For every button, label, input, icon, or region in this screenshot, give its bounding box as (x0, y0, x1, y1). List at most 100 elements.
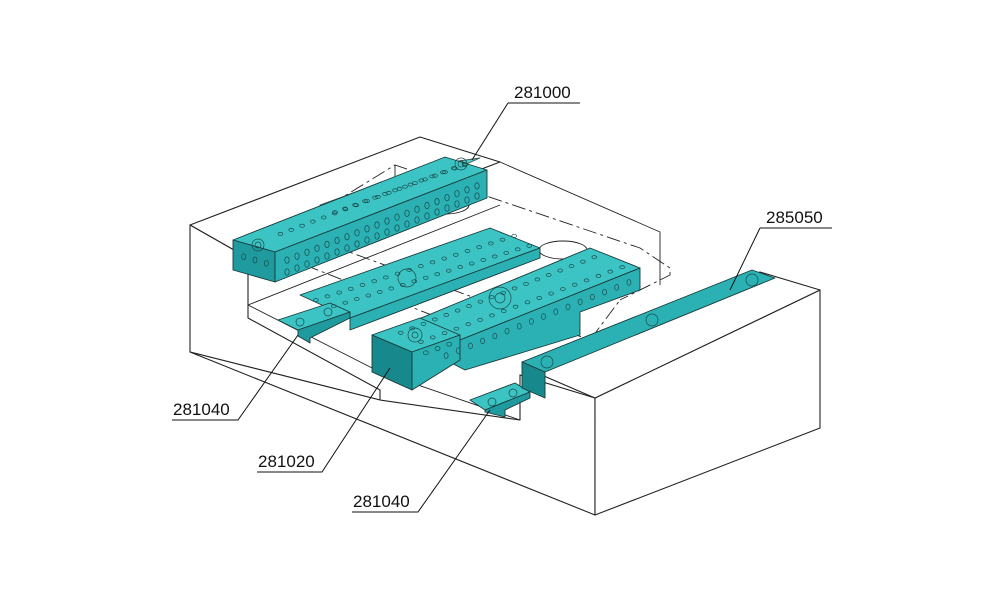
grid-bar-right-side-perforation (443, 352, 449, 359)
grid-bar-right-side (429, 267, 641, 371)
rail-281000-inner-perforation (402, 184, 408, 189)
rail-281000-side-perforation (364, 225, 370, 233)
callout-285050: 285050 (766, 208, 823, 227)
rail-281000-side-perforation (424, 201, 430, 210)
grid-bar-middle-top-perforation (476, 245, 482, 250)
grid-bar-right-top-perforation (430, 335, 436, 340)
rail-281000-top-perforation (396, 186, 403, 191)
grid-bar-right-top-perforation (536, 295, 542, 300)
rail-281000-side-perforation (344, 244, 350, 252)
grid-bar-right-side-perforation (565, 303, 571, 310)
leader-281020 (257, 367, 391, 473)
rail-285050-bolt-hole-1 (540, 355, 554, 369)
rail-281000-inner-perforation (412, 181, 418, 185)
grid-bar-middle-top-perforation (429, 260, 436, 265)
grid-bar-right-side-perforation (626, 279, 632, 286)
grid-bar-right-top-perforation (580, 259, 586, 264)
rail-281000-end-perforation (241, 253, 247, 261)
rail-285050 (521, 269, 776, 399)
leader-281040-left (172, 334, 299, 421)
grid-bar-right-top-perforation (568, 264, 575, 269)
rail-281000-inner-perforation (462, 162, 468, 167)
rail-281000-top-perforation (310, 219, 316, 224)
grid-bar-right-top-perforation (512, 304, 519, 309)
clamp-281040-bottom-hole-1 (487, 397, 497, 407)
rail-281000-inner-perforation (352, 202, 358, 207)
rail-281000-side-perforation (334, 248, 340, 256)
clamp-281040-left (277, 302, 351, 344)
rail-281000-inner-perforation (342, 206, 348, 211)
rail-281000-side-perforation (334, 237, 340, 245)
grid-bar-middle-top-perforation (371, 279, 377, 284)
clamp-281020-bolt-hole-inner (411, 331, 419, 339)
rail-281000-side-perforation (354, 240, 360, 248)
workpiece-top-outline (329, 164, 671, 301)
rail-281000-top-perforation (407, 182, 414, 187)
rail-281000-side-perforation (454, 190, 460, 198)
grid-bar-middle-top-perforation (464, 249, 471, 253)
rail-281000-side-perforation (464, 186, 470, 194)
grid-bar-middle-top-perforation (457, 265, 464, 270)
grid-bar-right-side-perforation (529, 318, 534, 325)
rail-281000-side-perforation (294, 264, 300, 272)
grid-bar-right-top-perforation (583, 278, 590, 283)
grid-bar-right-top-perforation (548, 291, 554, 296)
grid-bar-middle-top-perforation (365, 293, 372, 298)
grid-bar-right-side-perforation (577, 298, 583, 306)
grid-bar-right-top-perforation (397, 330, 404, 335)
rail-285050-bolt-hole-2 (645, 313, 659, 327)
grid-bar-middle-top-perforation (359, 283, 366, 287)
rail-281000-inner-perforation (452, 166, 458, 171)
grid-bar-right-top-perforation (409, 326, 415, 331)
grid-bar-right-side-perforation (492, 332, 498, 340)
rail-281000-side-perforation (414, 205, 420, 213)
grid-bar-right-side-perforation (602, 289, 607, 296)
grid-bar-right-top-perforation (557, 268, 563, 273)
grid-bar-right-top-perforation (571, 282, 578, 287)
grid-bar-right-top-perforation (489, 313, 495, 318)
rail-285050-front (521, 361, 546, 399)
grid-bar-middle-top-perforation (492, 254, 498, 259)
grid-bar-right-top-perforation (477, 317, 483, 322)
rail-281000-side (274, 169, 488, 283)
grid-bar-right-side-perforation (455, 347, 461, 354)
leader-281040-bottom (352, 409, 491, 513)
grid-bar-middle-top-perforation (453, 252, 459, 257)
grid-bar-right-top-perforation (477, 299, 484, 304)
rail-281000-inner-perforation (372, 195, 378, 200)
rail-281000-top-perforation (429, 174, 435, 179)
grid-bar-middle-top-perforation (503, 250, 510, 255)
grid-bar-middle-top-perforation (514, 247, 521, 252)
grid-bar-right-top-perforation (500, 290, 506, 295)
leader-281000 (471, 102, 509, 161)
callout-281000: 281000 (514, 83, 571, 102)
rail-281000-inner-perforation (442, 170, 448, 175)
rail-281000-side-perforation (444, 204, 450, 212)
clamp-281040-bottom (469, 382, 531, 418)
rail-281000-side-perforation (474, 192, 480, 200)
rail-281000-side-perforation (464, 196, 470, 204)
rail-281000-side-perforation (304, 260, 310, 268)
clamp-281020-bolt-hole (407, 327, 423, 343)
callout-281040-left: 281040 (173, 400, 230, 419)
rail-281000-bolt-hole-2-inner (457, 160, 465, 168)
clamp-281020-side-perforation (434, 346, 441, 351)
grid-bar-right-side-perforation (614, 284, 620, 291)
workpiece-lower-outline (304, 264, 521, 351)
pocket-floor-line (247, 204, 501, 306)
rail-281000-side-perforation (394, 224, 400, 232)
grid-bar-middle-top-perforation (411, 279, 418, 284)
rail-281000-inner-perforation (382, 192, 388, 196)
grid-bar-middle-top-perforation (480, 258, 487, 262)
grid-bar-middle-top-perforation (331, 304, 337, 309)
leader-285050 (729, 227, 761, 291)
grid-bar-right-top-perforation (545, 273, 552, 277)
grid-bar-middle-top-perforation (394, 271, 401, 276)
callout-281040-bottom: 281040 (353, 492, 410, 511)
grid-bar-right-top-perforation (534, 277, 541, 282)
grid-bar-middle-top-perforation (342, 300, 349, 305)
clamp-281040-bottom-hole-2 (508, 388, 518, 398)
rail-281000-bolt-hole-1-inner (254, 241, 262, 249)
rail-281000-side-perforation (434, 208, 440, 216)
clamp-281020-side-perforation (446, 341, 453, 347)
